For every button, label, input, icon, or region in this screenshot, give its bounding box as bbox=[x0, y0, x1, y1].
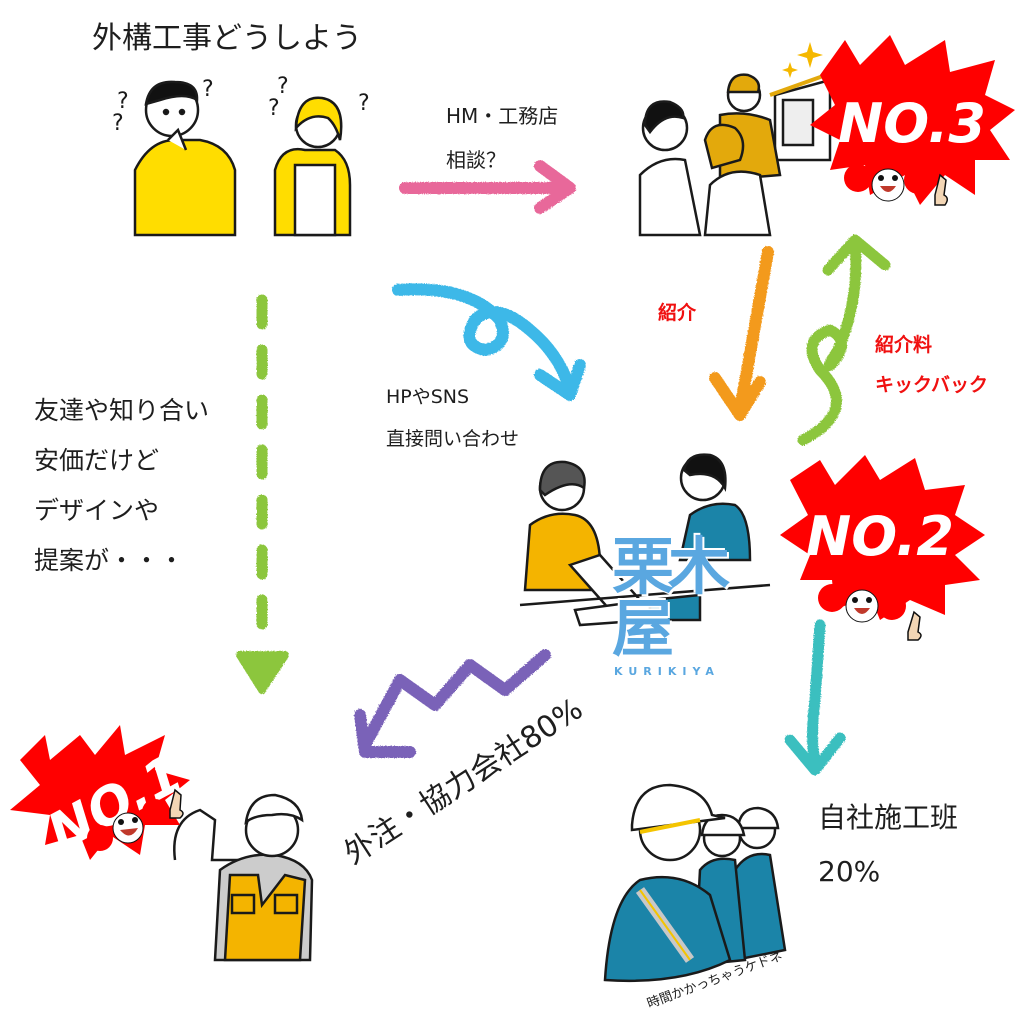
direct-contact-line1: HPやSNS bbox=[386, 386, 470, 408]
svg-text:?: ? bbox=[117, 89, 129, 114]
friends-note-line3: デザインや bbox=[34, 496, 160, 525]
arrow-own-team bbox=[784, 619, 846, 776]
friends-note-line1: 友達や知り合い bbox=[34, 396, 210, 425]
arrow-kickback-up bbox=[797, 234, 891, 446]
logo-sub-text: KURIKIYA bbox=[612, 665, 722, 678]
logo-main-text: 栗木屋 bbox=[612, 530, 730, 665]
own-team-percent: 20% bbox=[818, 855, 881, 888]
svg-text:?: ? bbox=[277, 74, 289, 99]
svg-text:?: ? bbox=[112, 111, 124, 136]
arrow-friends-head bbox=[236, 651, 289, 694]
worried-couple-illustration bbox=[133, 80, 352, 237]
svg-text:?: ? bbox=[202, 77, 214, 102]
referral-fee-label: 紹介料 bbox=[875, 334, 933, 356]
sparkle-icon bbox=[782, 42, 823, 78]
badge-no3-label: NO.3 bbox=[838, 92, 986, 155]
hm-consult-line1: HM・工務店 bbox=[446, 104, 559, 128]
friends-note-line2: 安価だけど bbox=[34, 446, 160, 475]
friends-note-line4: 提案が・・・ bbox=[34, 546, 185, 575]
hm-consult-line2: 相談？ bbox=[446, 148, 506, 172]
svg-text:?: ? bbox=[358, 91, 370, 116]
outsource-worker-illustration bbox=[173, 793, 314, 962]
kurikiya-logo: 栗木屋 KURIKIYA bbox=[612, 536, 772, 678]
hm-consultation-illustration bbox=[638, 68, 841, 237]
direct-contact-line2: 直接問い合わせ bbox=[386, 428, 520, 450]
badge-no2-label: NO.2 bbox=[806, 505, 954, 568]
svg-text:?: ? bbox=[268, 96, 280, 121]
referral-label: 紹介 bbox=[658, 302, 697, 324]
badge-no3: NO.3 bbox=[810, 35, 1015, 206]
arrow-to-hm bbox=[399, 160, 576, 214]
own-construction-team-illustration bbox=[603, 783, 787, 983]
kickback-label: キックバック bbox=[875, 374, 989, 396]
own-team-label: 自社施工班 bbox=[818, 801, 959, 834]
page-title: 外構工事どうしよう bbox=[92, 21, 362, 56]
question-marks-icon: ??? ??? bbox=[112, 74, 370, 136]
badge-no2: NO.2 bbox=[780, 455, 985, 641]
kurikiya-meeting-illustration bbox=[519, 453, 771, 627]
badge-no1: NO.1 bbox=[10, 725, 192, 864]
arrow-direct-contact bbox=[392, 283, 586, 401]
arrow-outsource bbox=[354, 649, 551, 758]
arrow-referral-down bbox=[709, 246, 774, 421]
